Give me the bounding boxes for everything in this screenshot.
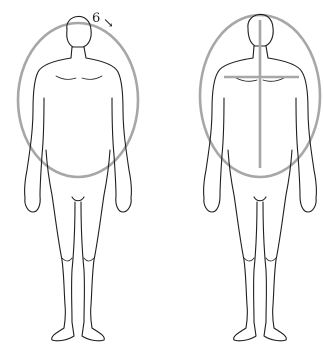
annotation-arrow: ↘	[103, 16, 114, 31]
left-figure: 6 ↘	[18, 11, 138, 341]
left-proportion-ellipse	[18, 23, 138, 177]
right-figure	[200, 14, 320, 340]
left-body-outline	[25, 16, 132, 340]
annotation-mark: 6	[92, 11, 100, 26]
